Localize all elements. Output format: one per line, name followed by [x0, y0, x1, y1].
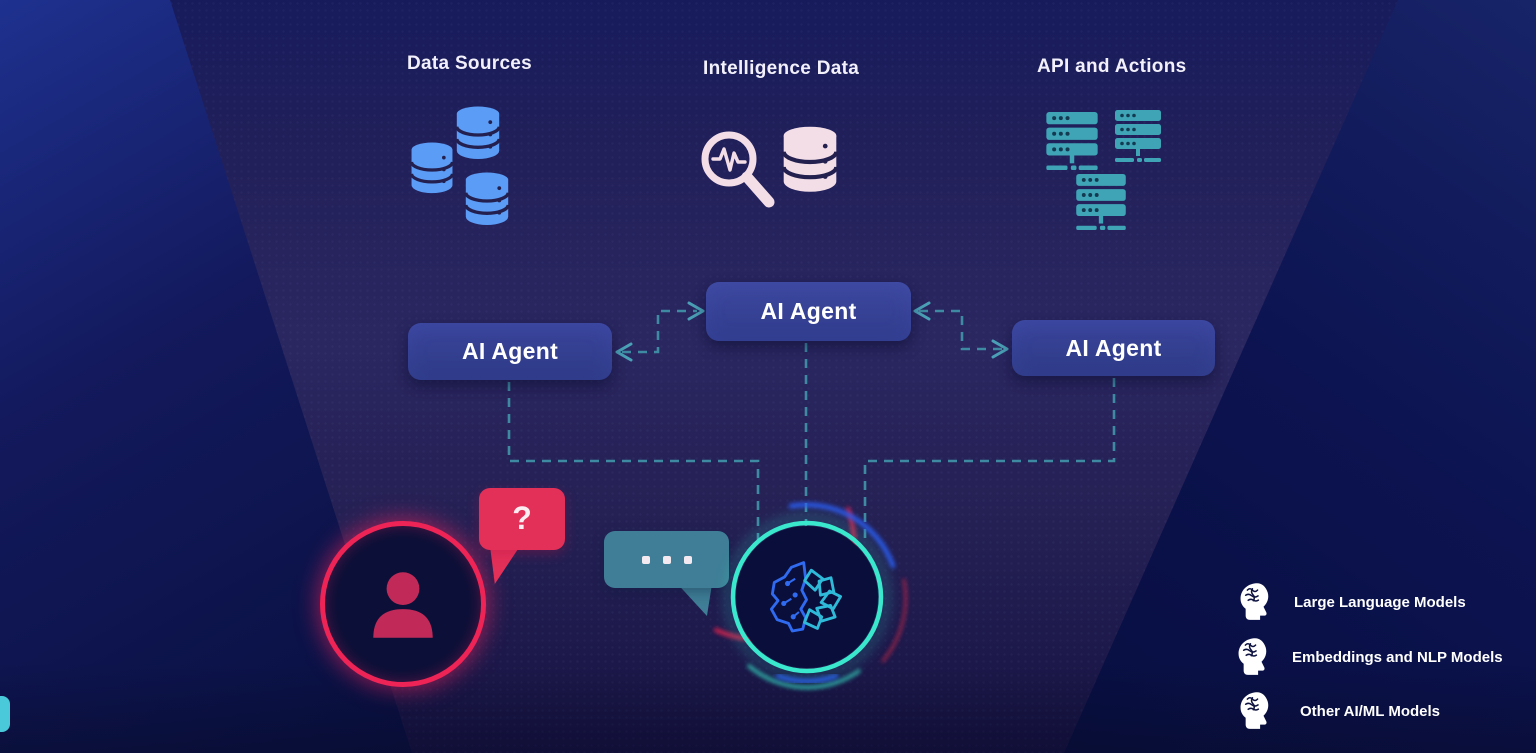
- arrowhead-right-icon: [991, 339, 1009, 359]
- question-bubble-tail: [490, 546, 520, 584]
- legend-item-llm: Large Language Models: [1238, 582, 1466, 622]
- intelligence-data-label: Intelligence Data: [703, 58, 860, 79]
- typing-dot: [641, 555, 650, 564]
- ai-agent-box-left[interactable]: AI Agent: [408, 323, 612, 380]
- ai-agent-label: AI Agent: [1065, 334, 1162, 361]
- head-brain-icon: [1238, 691, 1272, 731]
- server-icon: [1115, 110, 1161, 162]
- ai-agent-label: AI Agent: [760, 298, 857, 324]
- database-icon: [464, 172, 510, 230]
- api-actions-label: API and Actions: [1037, 56, 1187, 77]
- legend-item-embeddings: Embeddings and NLP Models: [1236, 637, 1503, 677]
- ai-agent-box-right[interactable]: AI Agent: [1012, 320, 1215, 376]
- ai-agent-label: AI Agent: [461, 338, 559, 364]
- ai-agent-box-center[interactable]: AI Agent: [706, 282, 911, 341]
- typing-dot: [662, 555, 671, 564]
- database-icon: [782, 126, 838, 198]
- database-icon: [455, 106, 501, 164]
- arrowhead-left-icon: [913, 301, 931, 321]
- arrowhead-right-icon: [687, 301, 705, 321]
- edge-bullet-icon: [0, 696, 10, 732]
- server-icon: [1076, 174, 1126, 230]
- data-sources-label: Data Sources: [407, 53, 533, 74]
- question-bubble: ?: [479, 488, 565, 550]
- database-icon: [410, 142, 454, 198]
- server-icon: [1046, 112, 1098, 170]
- person-icon: [373, 572, 433, 638]
- ai-core: [687, 477, 927, 717]
- legend-label: Large Language Models: [1294, 593, 1466, 611]
- legend-label: Embeddings and NLP Models: [1292, 648, 1503, 666]
- question-mark: ?: [512, 499, 532, 536]
- user-avatar: [320, 521, 486, 687]
- typing-bubble: [604, 531, 729, 588]
- arrowhead-left-icon: [615, 342, 633, 362]
- head-brain-icon: [1238, 582, 1272, 622]
- legend-item-other: Other AI/ML Models: [1238, 691, 1440, 731]
- typing-dot: [683, 555, 692, 564]
- ai-brain-icon: [714, 502, 908, 690]
- head-brain-icon: [1236, 637, 1270, 677]
- pulse-magnifier-icon: [701, 131, 775, 208]
- legend-label: Other AI/ML Models: [1300, 702, 1441, 720]
